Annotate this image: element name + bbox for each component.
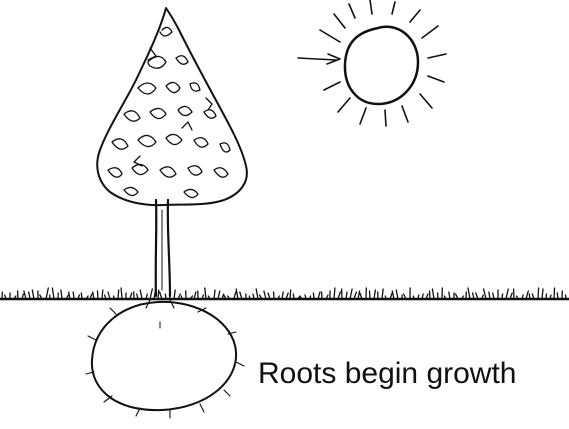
sun-icon (298, 0, 446, 126)
tree-trunk (156, 200, 170, 296)
diagram-caption: Roots begin growth (258, 356, 517, 392)
root-hairs (86, 300, 244, 418)
tree-icon (97, 8, 247, 296)
sun-rays (298, 0, 446, 126)
tree-foliage-scribbles (108, 27, 230, 197)
ground-line (0, 288, 569, 299)
root-ball-icon (86, 300, 244, 418)
